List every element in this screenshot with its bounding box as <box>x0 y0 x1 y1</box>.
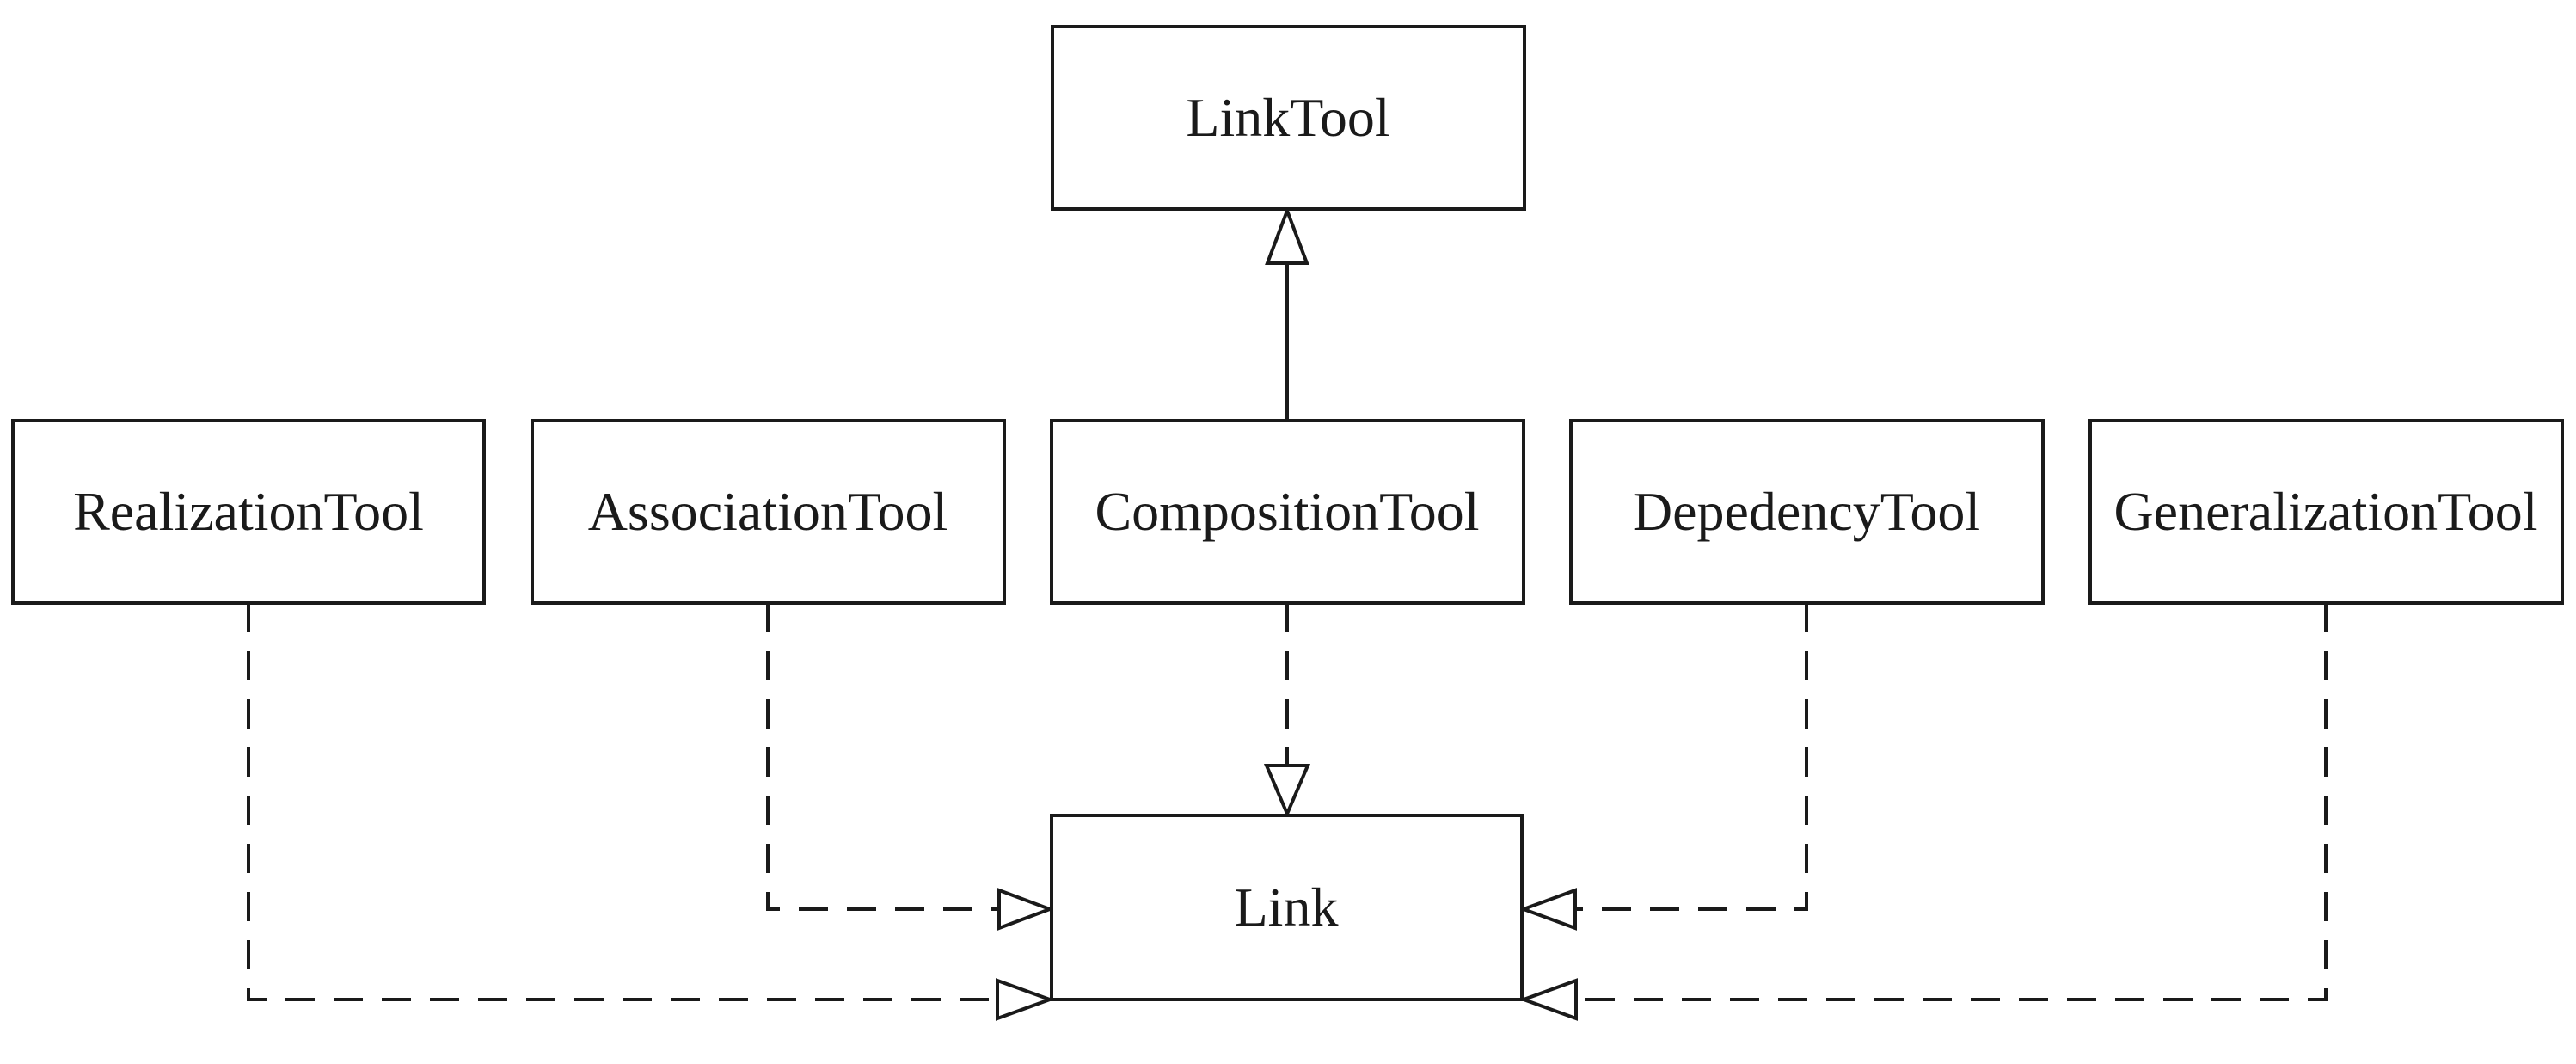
class-node-linktool: LinkTool <box>1051 25 1526 211</box>
class-node-realizationtool: RealizationTool <box>11 419 486 605</box>
class-label: CompositionTool <box>1095 481 1479 542</box>
hollow-triangle-arrowhead-left <box>1518 978 1578 1021</box>
class-box <box>1050 419 1525 605</box>
class-box <box>11 419 486 605</box>
hollow-triangle-arrowhead-up <box>1265 206 1309 265</box>
class-box <box>1569 419 2045 605</box>
edge-depedencytool-link <box>1518 603 1808 931</box>
class-label: LinkTool <box>1186 87 1389 148</box>
class-box <box>1051 25 1526 211</box>
class-label: RealizationTool <box>73 481 424 542</box>
class-label: AssociationTool <box>588 481 948 542</box>
edge-compositiontool-linktool <box>1265 206 1309 421</box>
class-node-generalizationtool: GeneralizationTool <box>2088 419 2564 605</box>
edge-line <box>247 603 997 1001</box>
class-node-depedencytool: DepedencyTool <box>1569 419 2045 605</box>
class-label: DepedencyTool <box>1633 481 1980 542</box>
class-label: Link <box>1235 876 1339 938</box>
edge-compositiontool-link <box>1263 603 1311 819</box>
class-node-link: Link <box>1050 814 1524 1001</box>
edge-line <box>1575 603 1808 911</box>
class-box <box>531 419 1006 605</box>
hollow-triangle-arrowhead-right <box>997 888 1055 931</box>
edge-line <box>1576 603 2328 1001</box>
hollow-triangle-arrowhead-left <box>1518 888 1577 931</box>
hollow-triangle-arrowhead-right <box>996 978 1055 1021</box>
class-label: GeneralizationTool <box>2113 481 2537 542</box>
edge-generalizationtool-link <box>1518 603 2328 1021</box>
edge-line <box>766 603 999 911</box>
edge-realizationtool-link <box>247 603 1055 1021</box>
class-node-associationtool: AssociationTool <box>531 419 1006 605</box>
class-box <box>1050 814 1524 1001</box>
class-node-compositiontool: CompositionTool <box>1050 419 1525 605</box>
hollow-triangle-arrowhead-down <box>1263 764 1311 819</box>
edge-associationtool-link <box>766 603 1055 931</box>
class-box <box>2088 419 2564 605</box>
